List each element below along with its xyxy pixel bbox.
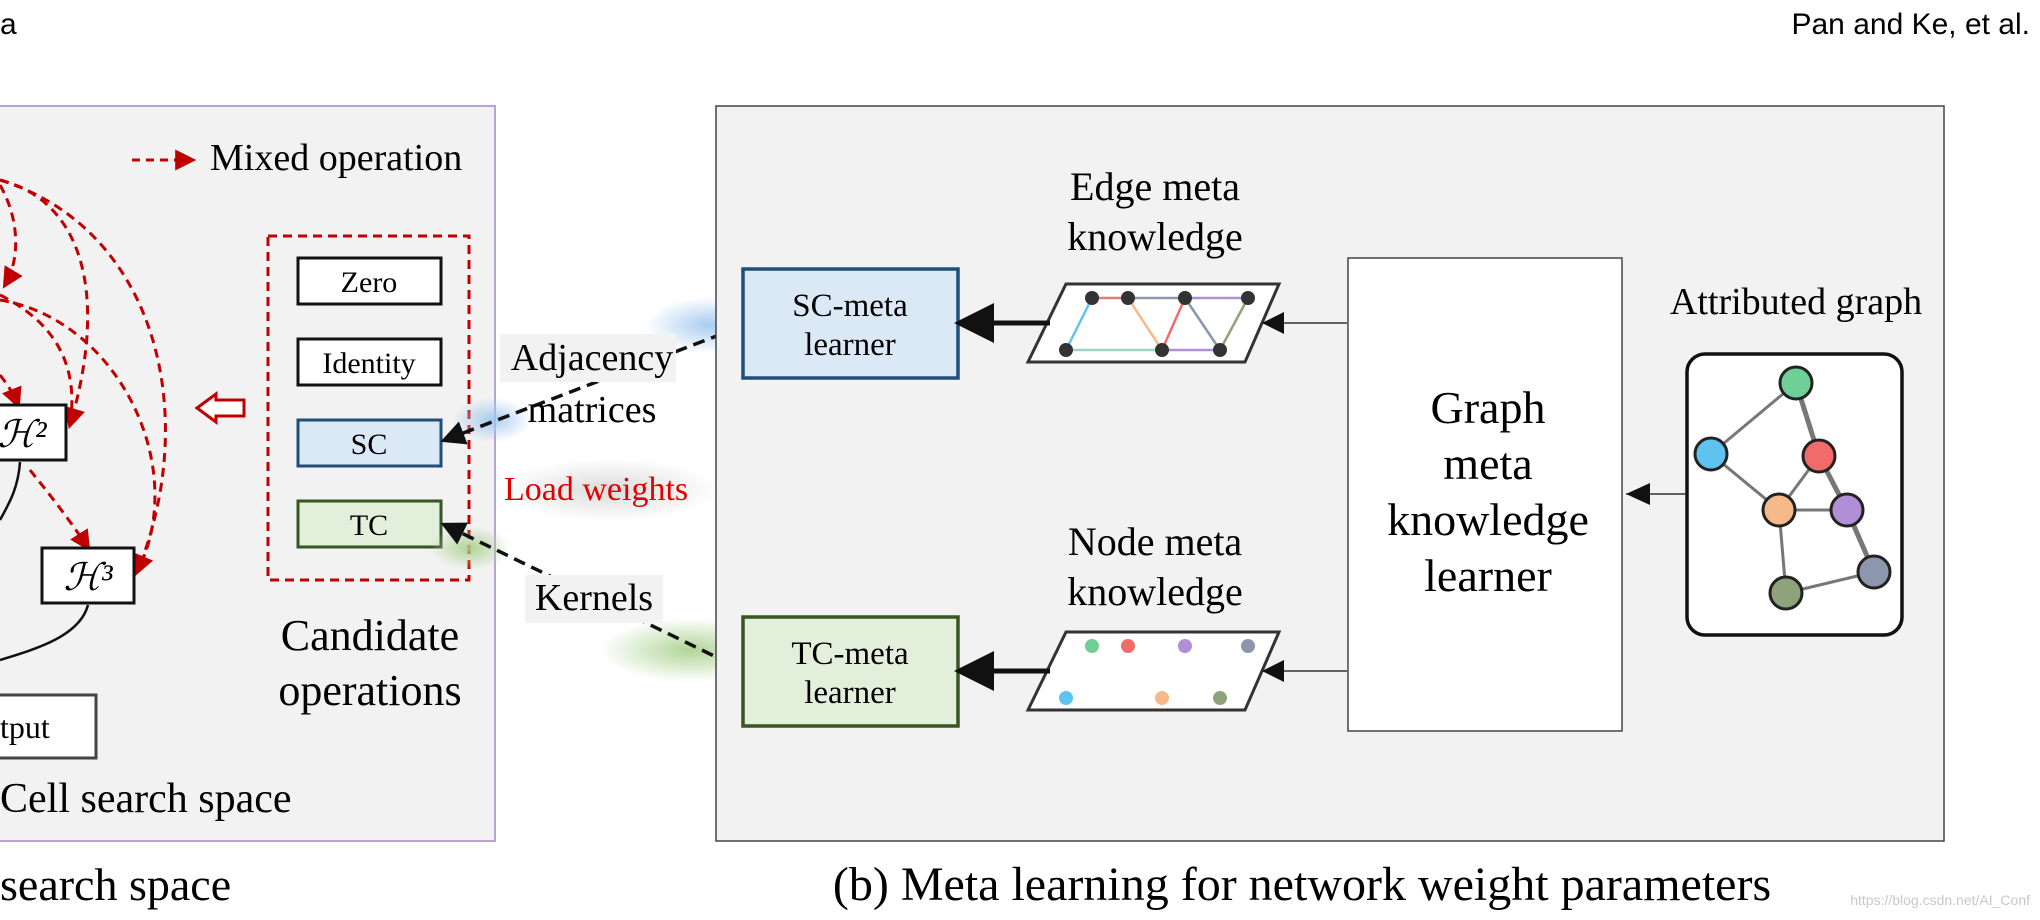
op-tc-label: TC bbox=[350, 509, 388, 542]
gmk-line3: knowledge bbox=[1387, 494, 1589, 545]
left-bottom-caption: search space bbox=[0, 859, 231, 910]
load-weights-glow bbox=[500, 458, 720, 522]
sc-meta-learner-line2: learner bbox=[804, 327, 896, 363]
header-authors: Pan and Ke, et al. bbox=[1791, 8, 2030, 41]
node-meta-dots bbox=[1059, 639, 1255, 705]
op-identity-box bbox=[296, 337, 443, 387]
gmk-to-edge-arrowhead bbox=[1262, 312, 1284, 334]
h3-to-output-edge bbox=[0, 604, 90, 662]
output-node bbox=[0, 693, 98, 760]
gmk-line2: meta bbox=[1443, 438, 1532, 489]
h3-node-label: ℋ³ bbox=[64, 557, 114, 599]
tc-meta-learner-line1: TC-meta bbox=[791, 636, 909, 672]
candidate-operations-box bbox=[266, 234, 471, 582]
cell-search-space-panel: Mixed operation ℋ² ℋ³ tput Cell search s… bbox=[0, 105, 496, 842]
node-meta-title-line1: Node meta bbox=[1068, 519, 1243, 564]
gmk-to-node-arrowhead bbox=[1262, 660, 1284, 682]
op-sc-label: SC bbox=[351, 428, 388, 461]
meta-learning-panel: SC-meta learner TC-meta learner Edge met… bbox=[715, 105, 1945, 842]
attributed-graph-nodes bbox=[1693, 365, 1892, 611]
graph-meta-knowledge-learner-box bbox=[1347, 257, 1623, 732]
op-zero-label: Zero bbox=[341, 266, 398, 299]
sc-meta-learner-box bbox=[741, 267, 960, 380]
op-identity-label: Identity bbox=[322, 347, 415, 380]
mixed-operation-legend-label: Mixed operation bbox=[210, 137, 462, 179]
output-node-label: tput bbox=[0, 709, 50, 745]
sc-load-arrow bbox=[440, 325, 741, 445]
candidate-title-line2: operations bbox=[278, 666, 461, 715]
h3-node bbox=[40, 546, 136, 605]
tc-meta-learner-line2: learner bbox=[804, 675, 896, 711]
kernels-label: Kernels bbox=[535, 577, 653, 619]
edge-meta-title-line2: knowledge bbox=[1067, 214, 1243, 259]
attributed-graph-label: Attributed graph bbox=[1670, 281, 1922, 323]
gmk-line4: learner bbox=[1424, 550, 1552, 601]
mixed-operation-edges bbox=[0, 178, 167, 576]
cell-search-space-caption: Cell search space bbox=[0, 776, 292, 822]
node-meta-title-line2: knowledge bbox=[1067, 569, 1243, 614]
adjacency-label-line2: matrices bbox=[528, 389, 657, 431]
edge-meta-graph bbox=[1059, 291, 1255, 357]
header-left-fragment: a bbox=[0, 8, 17, 41]
tc-meta-learner-box bbox=[741, 615, 960, 728]
candidate-title-line1: Candidate bbox=[281, 611, 459, 660]
load-weights-label: Load weights bbox=[504, 471, 688, 508]
h2-to-output-edge bbox=[0, 461, 22, 521]
attributed-graph-box bbox=[1685, 352, 1904, 637]
adjacency-label-line1: Adjacency bbox=[511, 337, 673, 379]
gmk-line1: Graph bbox=[1431, 382, 1546, 433]
op-zero-box bbox=[296, 256, 443, 306]
right-caption: (b) Meta learning for network weight par… bbox=[833, 858, 1771, 911]
sc-meta-learner-line1: SC-meta bbox=[792, 288, 908, 324]
h2-node-label: ℋ² bbox=[0, 414, 47, 456]
watermark: https://blog.csdn.net/AI_Conf bbox=[1850, 892, 2030, 908]
graph-to-gmk-arrowhead bbox=[1626, 483, 1650, 505]
edge-meta-title-line1: Edge meta bbox=[1070, 164, 1240, 209]
h2-node bbox=[0, 403, 68, 462]
hollow-left-arrow bbox=[194, 391, 246, 425]
